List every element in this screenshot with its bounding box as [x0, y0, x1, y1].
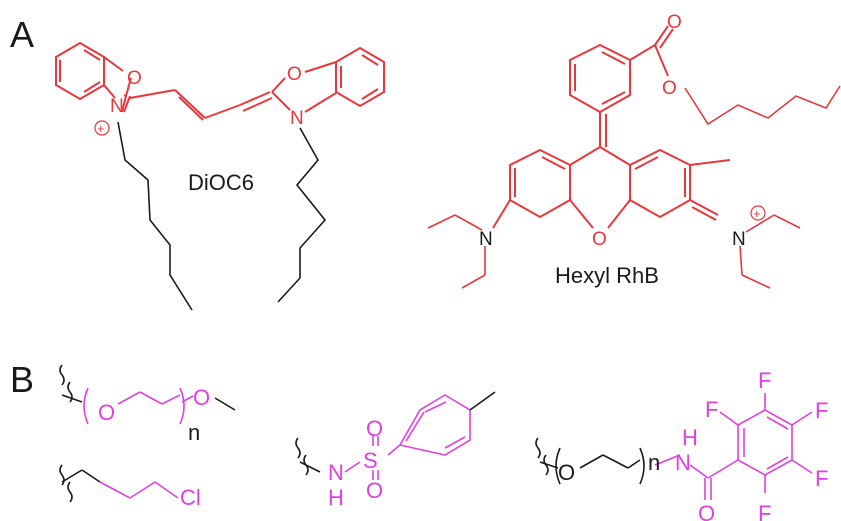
pfb-peg-oxygen: O	[558, 460, 575, 485]
rhb-right-ring	[629, 148, 691, 219]
tosyl-nitrogen: N	[328, 460, 344, 485]
rhb-positive-charge-circle	[750, 205, 766, 221]
rhb-left-ring	[509, 148, 571, 219]
chloropropyl-chlorine: Cl	[180, 485, 201, 510]
tosyl-benzene-ring	[398, 394, 471, 456]
panel-label-b: B	[10, 359, 34, 400]
peg-methoxy-oxygen-2: O	[193, 385, 210, 410]
rhb-right-nitrogen: N	[732, 229, 746, 250]
rhb-carbonyl-oxygen: O	[667, 12, 682, 33]
rhb-left-nitrogen: N	[479, 229, 493, 250]
tosylamide-fragment	[295, 391, 496, 480]
rhb-ester-oxygen: O	[662, 78, 677, 99]
pfb-amide-hydrogen: H	[682, 425, 698, 450]
pfb-peg-subscript: n	[648, 450, 660, 475]
dioc6-molecule	[55, 41, 385, 121]
hexyl-rhb-molecule	[492, 25, 731, 229]
chloropropyl-fragment	[59, 464, 179, 503]
peg-methoxy-fragment	[59, 364, 236, 425]
tosyl-oxygen-top: O	[366, 416, 383, 441]
dioc6-right-nitrogen: N	[290, 108, 304, 129]
dioc6-right-benzene-ring	[335, 46, 385, 108]
pfb-fluorine-4: F	[815, 466, 828, 491]
dioc6-positive-charge: +	[97, 121, 105, 136]
pfb-carbonyl-oxygen: O	[698, 501, 715, 521]
tosyl-sulfur: S	[363, 448, 378, 473]
panel-label-a: A	[10, 14, 34, 55]
dioc6-label: DiOC6	[188, 170, 254, 195]
hexyl-rhb-alkyl-groups	[427, 85, 841, 289]
pfb-amide-nitrogen: N	[675, 450, 691, 475]
dioc6-positive-charge-circle	[94, 120, 110, 136]
dioc6-hexyl-chains	[117, 121, 327, 311]
pfb-fluorine-1: F	[705, 397, 718, 422]
hexyl-rhb-label: Hexyl RhB	[555, 263, 659, 288]
rhb-positive-charge: +	[753, 206, 761, 221]
dioc6-left-oxygen: O	[127, 68, 142, 89]
tosyl-hydrogen: H	[328, 485, 344, 510]
dioc6-left-benzene-ring	[55, 41, 105, 101]
rhb-top-benzene-ring	[569, 43, 631, 114]
pfb-fluorine-5: F	[758, 501, 771, 521]
rhb-xanthene-oxygen: O	[592, 229, 607, 250]
dioc6-right-oxygen: O	[287, 64, 302, 85]
peg-methoxy-subscript: n	[188, 420, 200, 445]
pentafluorophenyl-ring	[737, 409, 793, 476]
dioc6-left-nitrogen: N	[110, 96, 124, 117]
pfb-fluorine-2: F	[758, 368, 771, 393]
pfb-fluorine-3: F	[815, 398, 828, 423]
peg-pfb-amide-fragment	[535, 393, 813, 500]
peg-methoxy-oxygen-1: O	[98, 400, 115, 425]
tosyl-oxygen-bottom: O	[366, 478, 383, 503]
